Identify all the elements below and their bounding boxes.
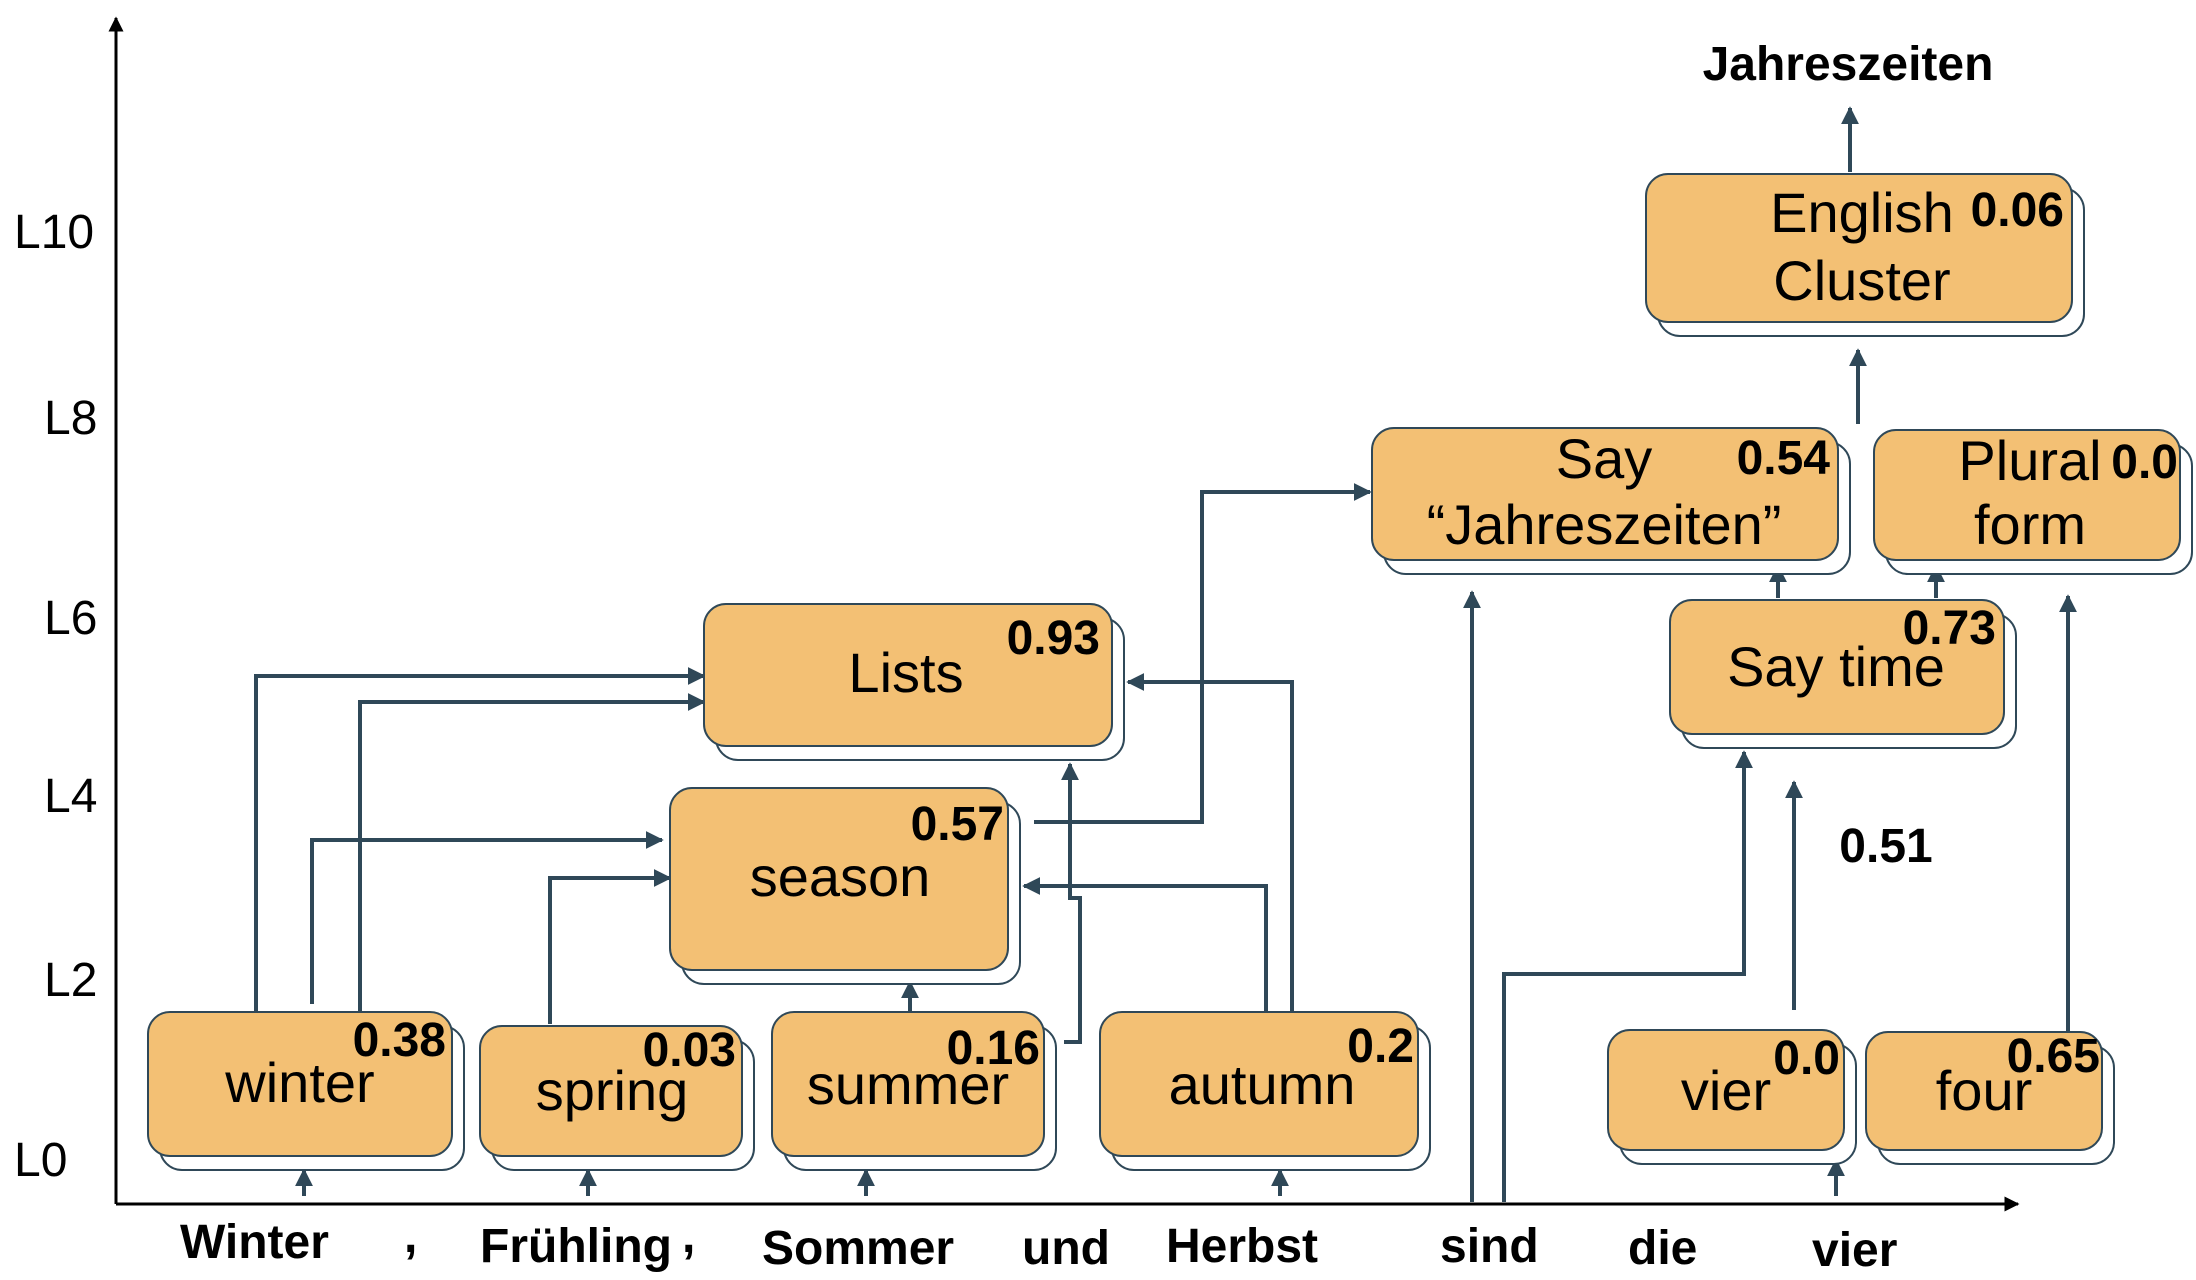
feature-node-label: Say (1556, 427, 1653, 490)
feature-node-score: 0.65 (2007, 1030, 2100, 1083)
edge-autumn-lists (1126, 673, 1294, 1012)
output-token: Jahreszeiten (1703, 38, 1994, 91)
feature-node-box (771, 1011, 1045, 1157)
feature-node-label: Plural (1958, 429, 2101, 492)
feature-node-label: “Jahreszeiten” (1427, 493, 1782, 556)
feature-node-label: Lists (848, 641, 963, 704)
feature-node-box (1607, 1029, 1845, 1151)
edge-autumn-season (1022, 877, 1268, 1012)
token-vier: vier (1812, 1224, 1897, 1277)
feature-node-box (147, 1011, 453, 1157)
layer-label-l6: L6 (44, 592, 97, 645)
edge-winter-lists-2 (358, 693, 706, 1012)
feature-node-box (1669, 599, 2005, 735)
feature-node-box (479, 1025, 743, 1157)
feature-nodes: winter0.38spring0.03summer0.16autumn0.2v… (147, 173, 2193, 1171)
feature-node-score: 0.73 (1903, 602, 1996, 655)
feature-node-label: winter (224, 1051, 374, 1114)
edge-winter-season (310, 831, 664, 1004)
layer-label-l2: L2 (44, 954, 97, 1007)
edge-winter-lists-1 (254, 667, 706, 1012)
feature-node-box (1099, 1011, 1419, 1157)
token-herbst: Herbst (1166, 1220, 1318, 1273)
feature-node-label: four (1936, 1059, 2033, 1122)
token-comma-2: , (682, 1210, 695, 1263)
feature-node-label: English (1770, 181, 1954, 244)
feature-node-box (1873, 429, 2181, 561)
token-sommer: Sommer (762, 1222, 954, 1275)
feature-node-score: 0.93 (1007, 612, 1100, 665)
feature-node-box (703, 603, 1113, 747)
feature-node-label: Say time (1727, 635, 1945, 698)
feature-node-say-jahreszeiten: Say“Jahreszeiten” 0.54 (1371, 427, 1851, 575)
edges (254, 106, 2077, 1202)
feature-node-score: 0.06 (1971, 184, 2064, 237)
feature-node-box (669, 787, 1009, 971)
edge-spring-season (548, 869, 672, 1024)
feature-node-box (1371, 427, 1839, 561)
feature-node-box (1865, 1031, 2103, 1151)
feature-node-label: season (750, 845, 931, 908)
feature-node-label: spring (536, 1059, 689, 1122)
feature-node-score: 0.03 (643, 1024, 736, 1077)
feature-node-score: 0.0 (2111, 436, 2178, 489)
token-sind: sind (1440, 1220, 1539, 1273)
layer-label-l8: L8 (44, 392, 97, 445)
token-winter: Winter (180, 1216, 329, 1269)
feature-node-score: 0.57 (911, 798, 1004, 851)
edge-summer-lists (1061, 762, 1082, 1044)
feature-node-score: 0.54 (1737, 432, 1831, 485)
layer-label-l0: L0 (14, 1134, 67, 1187)
layer-label-l4: L4 (44, 770, 97, 823)
feature-node-score: 0.38 (353, 1014, 446, 1067)
layer-labels: L0 L2 L4 L6 L8 L10 (14, 206, 97, 1187)
feature-node-score: 0.16 (947, 1022, 1040, 1075)
token-und: und (1022, 1222, 1110, 1275)
token-comma-1: , (404, 1210, 417, 1263)
feature-node-score: 0.0 (1773, 1032, 1840, 1085)
edge-season-say-jahreszeiten (1034, 483, 1372, 824)
feature-node-label: summer (807, 1053, 1009, 1116)
feature-node-box (1645, 173, 2073, 323)
layer-label-l10: L10 (14, 206, 94, 259)
feature-node-score: 0.2 (1347, 1020, 1414, 1073)
feature-node-label: vier (1681, 1059, 1771, 1122)
edge-score-label: 0.51 (1839, 820, 1932, 873)
feature-node-label: form (1974, 493, 2086, 556)
token-labels: Winter , Frühling , Sommer und Herbst si… (180, 1210, 1897, 1277)
feature-node-label: autumn (1169, 1053, 1356, 1116)
token-die: die (1628, 1222, 1697, 1275)
token-fruehling: Frühling (480, 1220, 672, 1273)
feature-node-label: Cluster (1773, 249, 1950, 312)
edge-sind-say-time (1502, 750, 1753, 1202)
feature-node-lists: Lists 0.93 (703, 603, 1125, 761)
